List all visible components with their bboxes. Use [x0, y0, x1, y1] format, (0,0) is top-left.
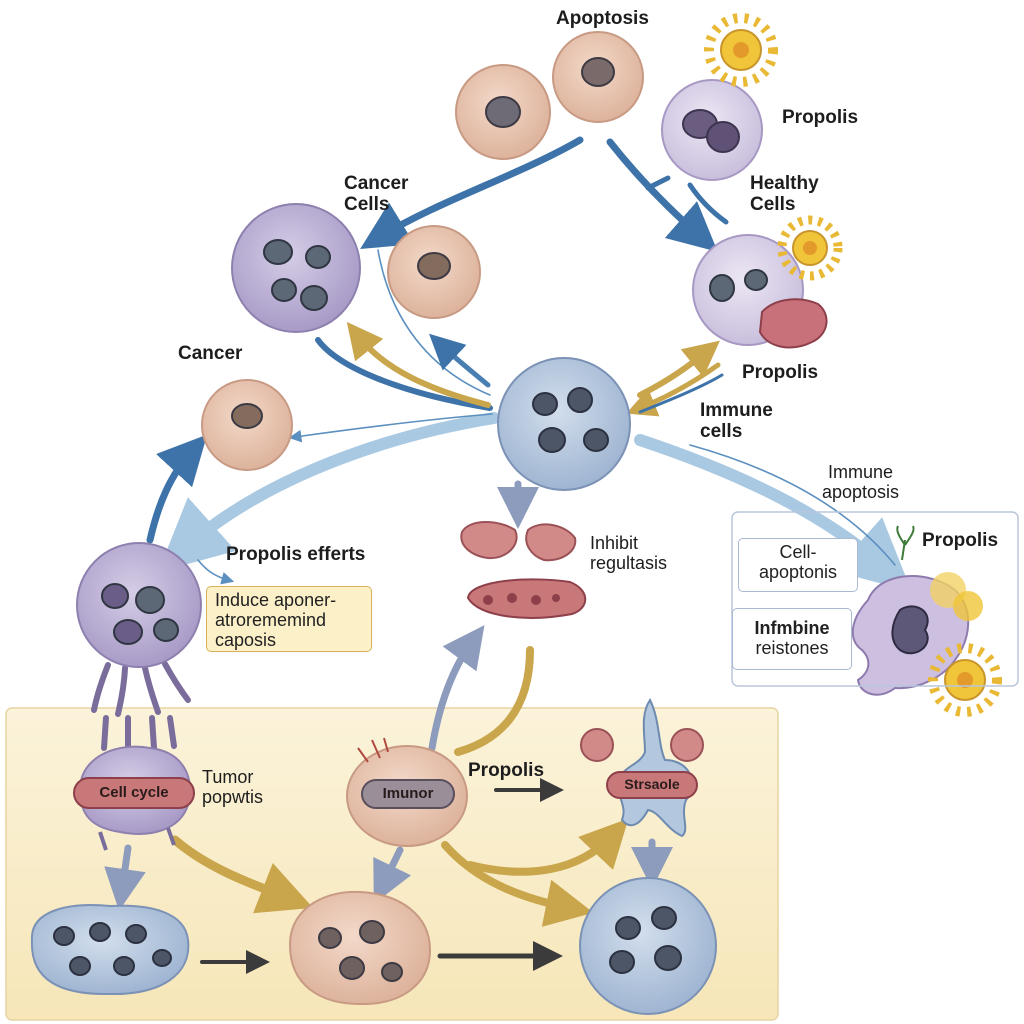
label-propolis-mid: Propolis — [742, 362, 819, 383]
label-propolis-right: Propolis — [922, 530, 999, 551]
imunor-cell — [346, 737, 468, 847]
arrow-cancer-to-center — [315, 337, 493, 411]
cancer-cell-small-peach — [387, 225, 481, 319]
arrow-imunor-down — [373, 846, 412, 904]
label-healthy-cells: Healthy Cells — [750, 173, 819, 216]
arrow-left-up — [146, 434, 208, 544]
label-inhibit: Inhibit regultasis — [590, 533, 668, 574]
label-immune-apoptosis: Immune apoptosis — [822, 462, 900, 503]
arrow-apoptosis-to-healthy — [606, 138, 718, 252]
induce-apoptosis-box: Induce aponer- atrorememind caposis — [206, 586, 372, 652]
arrow-gold-right-down — [626, 362, 721, 417]
cell-cycle-cell — [73, 715, 195, 851]
arrow-imunor-up — [428, 625, 485, 752]
tag-cell-cycle: Cell cycle — [99, 784, 169, 801]
arrow-center-to-immune — [634, 434, 912, 592]
arrow-healthy-return — [645, 175, 729, 225]
label-cancer: Cancer — [178, 343, 243, 364]
arrow-blue-right — [638, 373, 724, 414]
cell-apoptonis-line-2: apoptonis — [758, 561, 838, 582]
induce-line-2: atrorememind — [215, 609, 327, 630]
arrow-center-to-left — [158, 412, 500, 572]
induce-line-3: caposis — [215, 629, 277, 650]
cell-apoptonis-line-1: Cell- — [779, 542, 817, 562]
infmbine-line-2: reistones — [755, 637, 829, 658]
tag-strsaole: Strsaole — [624, 776, 680, 792]
apoptotic-fragments — [460, 521, 587, 619]
bottom-peach-cell — [288, 890, 432, 1006]
label-immune-cells: Immune cells — [700, 400, 773, 443]
propolis-particle-bottom-right — [896, 525, 1002, 717]
apoptosis-cell-right — [552, 31, 644, 123]
propolis-particle-mid — [777, 215, 843, 281]
tag-imunor: Imunor — [382, 785, 434, 802]
pathway-arrows — [104, 136, 912, 974]
cancer-cell-peach-left — [201, 379, 293, 471]
bottom-blue-cluster — [30, 904, 190, 996]
apoptosis-cell-left — [455, 64, 551, 160]
label-propolis-top: Propolis — [782, 107, 859, 128]
arrow-gold-to-strsaole — [466, 818, 629, 876]
arrow-thin-center-to-cancer — [288, 413, 493, 443]
cancer-cell-large — [231, 203, 361, 333]
healthy-cell-top — [661, 79, 763, 181]
arrow-gold-bottom-mid — [454, 646, 534, 756]
arrow-thin-cancer-center — [377, 249, 491, 396]
arrow-thin-to-box — [197, 559, 235, 585]
label-propolis-effects: Propolis efferts — [226, 544, 366, 565]
arrow-gold-center-to-cancer — [346, 321, 491, 408]
infmbine-line-1: Infmbine — [754, 618, 830, 638]
label-tumor: Tumor popwtis — [202, 767, 264, 808]
right-panel-outline — [731, 511, 1019, 687]
label-cancer-cells: Cancer Cells — [344, 173, 409, 216]
strsaole-cell — [580, 698, 704, 838]
bottom-blue-cell — [579, 877, 717, 1015]
healthy-cell-right — [692, 234, 828, 349]
arrow-gold-cellcycle-to-center — [170, 835, 314, 914]
central-cell — [497, 357, 631, 491]
label-apoptosis: Apoptosis — [556, 8, 649, 29]
infmbine-box: Infmbine reistones — [732, 608, 852, 670]
cell-apoptonis-box: Cell- apoptonis — [738, 538, 858, 592]
induce-line-1: Induce aponer- — [215, 590, 337, 610]
cancer-cell-left-tendril — [76, 542, 202, 717]
propolis-particle-top — [704, 13, 778, 87]
arrow-thin-center-to-immune — [689, 444, 896, 566]
arrow-gold-imunor-to-right — [441, 841, 594, 927]
arrow-small-into-center — [429, 333, 491, 388]
label-propolis-bottom: Propolis — [468, 760, 545, 781]
arrow-cellcycle-down — [104, 844, 146, 911]
arrow-apoptosis-to-cancer — [360, 136, 584, 249]
